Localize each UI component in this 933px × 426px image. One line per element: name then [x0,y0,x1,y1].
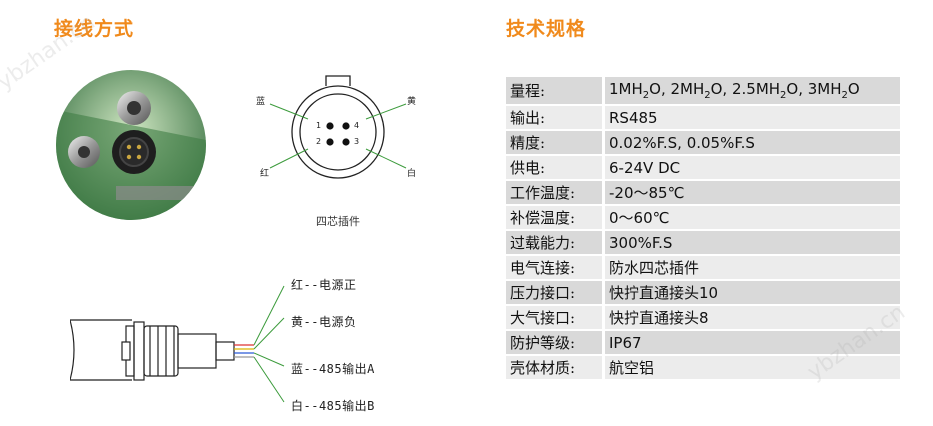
spec-row-operating-temp: 工作温度: -20～85℃ [506,180,900,206]
spec-row-overload: 过载能力: 300%F.S [506,230,900,256]
spec-row-output: 输出: RS485 [506,105,900,131]
spec-row-range: 量程: 1MH2O, 2MH2O, 2.5MH2O, 3MH2O [506,77,900,106]
pin-3-label: 3 [354,137,359,146]
connector-caption: 四芯插件 [316,215,360,228]
spec-value: 0.02%F.S, 0.05%F.S [602,130,900,156]
spec-key: 输出: [506,105,604,131]
spec-key: 量程: [506,77,604,106]
spec-key: 工作温度: [506,180,604,206]
spec-key: 供电: [506,155,604,181]
pin-1-label: 1 [316,121,321,130]
wiring-section-title: 接线方式 [54,18,135,40]
spec-table: 量程: 1MH2O, 2MH2O, 2.5MH2O, 3MH2O 输出: RS4… [506,77,900,381]
cable-wiring-diagram [69,262,400,422]
spec-value: 防水四芯插件 [602,255,900,281]
spec-row-compensation-temp: 补偿温度: 0～60℃ [506,205,900,231]
white-wire-tag: 白 [407,167,416,179]
spec-key: 电气连接: [506,255,604,281]
connector-pinout-diagram: 1 2 3 4 蓝 红 黄 白 [248,64,428,194]
spec-key: 防护等级: [506,330,604,356]
spec-value: 快拧直通接头10 [602,280,900,306]
spec-row-protection: 防护等级: IP67 [506,330,900,356]
yellow-wire-tag: 黄 [407,95,416,107]
spec-key: 精度: [506,130,604,156]
spec-value: 快拧直通接头8 [602,305,900,331]
spec-key: 过载能力: [506,230,604,256]
spec-row-atmosphere-port: 大气接口: 快拧直通接头8 [506,305,900,331]
wire-label-white: 白--485输出B [291,399,375,413]
spec-value: -20～85℃ [602,180,900,206]
pin-2-label: 2 [316,137,321,146]
spec-key: 补偿温度: [506,205,604,231]
wire-label-yellow: 黄--电源负 [291,315,357,329]
wire-label-red: 红--电源正 [291,278,357,292]
pin-4-label: 4 [354,121,359,130]
connector-photo [56,70,206,220]
spec-value: 0～60℃ [602,205,900,231]
spec-key: 大气接口: [506,305,604,331]
spec-key: 壳体材质: [506,355,604,381]
spec-value: RS485 [602,105,900,131]
wire-label-blue: 蓝--485输出A [291,362,375,376]
spec-value: 航空铝 [602,355,900,381]
spec-key: 压力接口: [506,280,604,306]
spec-row-housing: 壳体材质: 航空铝 [506,355,900,381]
spec-row-accuracy: 精度: 0.02%F.S, 0.05%F.S [506,130,900,156]
red-wire-tag: 红 [260,167,269,179]
spec-value: 300%F.S [602,230,900,256]
spec-section-title: 技术规格 [506,18,587,40]
spec-value: 6-24V DC [602,155,900,181]
spec-value: IP67 [602,330,900,356]
spec-row-pressure-port: 压力接口: 快拧直通接头10 [506,280,900,306]
spec-row-electrical: 电气连接: 防水四芯插件 [506,255,900,281]
spec-row-power: 供电: 6-24V DC [506,155,900,181]
spec-value: 1MH2O, 2MH2O, 2.5MH2O, 3MH2O [602,77,900,106]
blue-wire-tag: 蓝 [256,95,265,107]
